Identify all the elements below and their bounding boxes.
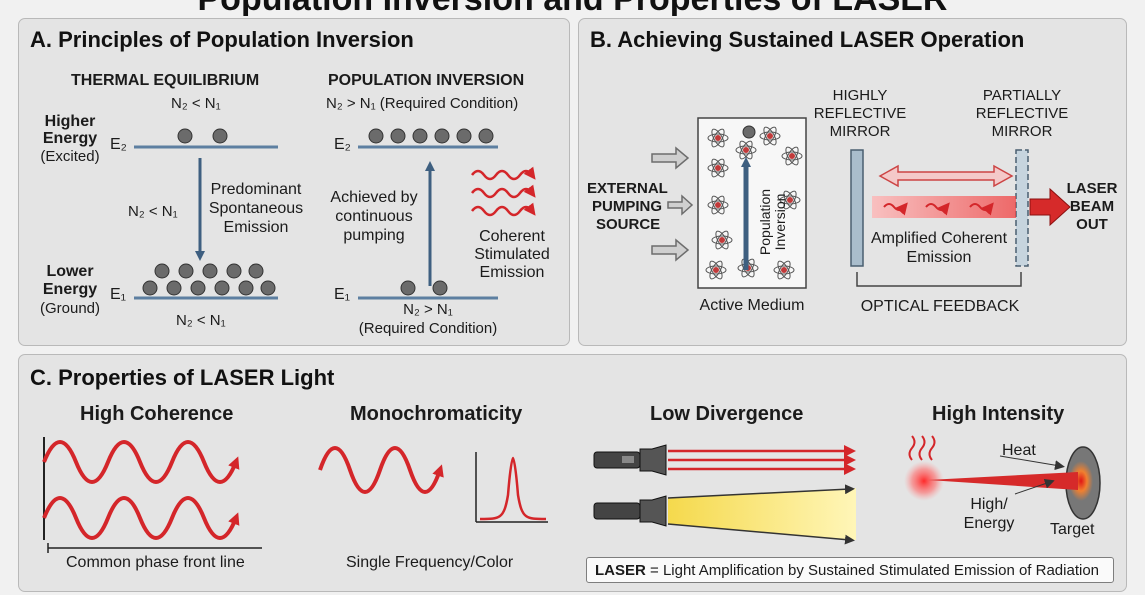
- atom-icon: [759, 126, 781, 146]
- coherence-waves: [42, 437, 262, 553]
- heat-label: Heat: [1002, 442, 1036, 459]
- intensity-heading: High Intensity: [932, 403, 1065, 425]
- inversion-e2: E₂: [334, 136, 351, 153]
- active-medium-label: Active Medium: [699, 297, 805, 314]
- pumping-arrows: [651, 146, 694, 262]
- beam-out-label-3: OUT: [1076, 216, 1108, 233]
- thermal-levels: [134, 128, 278, 300]
- mono-caption: Single Frequency/Color: [346, 554, 514, 571]
- laser-beam-out-arrow: [1029, 187, 1071, 227]
- spontaneous-label-2: Spontaneous: [208, 200, 304, 217]
- pumping-source-1: EXTERNAL: [587, 180, 668, 197]
- laser-definition-box: LASER = Light Amplification by Sustained…: [586, 557, 1114, 583]
- population-inversion-line-1: Population: [757, 188, 773, 256]
- inversion-bottom-condition-2: (Required Condition): [358, 320, 498, 337]
- inversion-bottom-condition-1: N₂ > N₁: [403, 301, 453, 318]
- spontaneous-label-1: Predominant: [210, 181, 302, 198]
- hr-mirror-label-1: HIGHLY: [832, 87, 888, 104]
- pr-mirror-label-2: REFLECTIVE: [975, 105, 1069, 122]
- pr-mirror-label-3: MIRROR: [991, 123, 1053, 140]
- thermal-e1: E₁: [110, 286, 127, 303]
- population-inversion-line-2: Inversion: [771, 193, 788, 251]
- excited-label: (Excited): [40, 148, 100, 165]
- panel-c-title: C. Properties of LASER Light: [30, 365, 335, 390]
- energy-label-1: High/: [970, 496, 1008, 513]
- intensity-graphic: [904, 435, 1101, 520]
- atom-icon: [781, 146, 803, 166]
- atom-icon: [707, 195, 729, 215]
- lower-energy-label: Lower: [46, 263, 94, 280]
- atom-icon: [707, 158, 729, 178]
- population-inversion-vertical-label: Population Inversion: [757, 178, 794, 266]
- pumping-source-2: PUMPING: [592, 198, 663, 215]
- panel-b-title: B. Achieving Sustained LASER Operation: [590, 27, 1025, 52]
- pr-mirror-label-1: PARTIALLY: [982, 87, 1062, 104]
- coherent-label-1: Coherent: [479, 228, 545, 245]
- spontaneous-label-3: Emission: [223, 219, 289, 236]
- thermal-mid-condition: N₂ < N₁: [128, 203, 178, 220]
- thermal-e2: E₂: [110, 136, 127, 153]
- panel-population-inversion: [18, 18, 570, 346]
- inversion-e1: E₁: [334, 286, 351, 303]
- hr-mirror-label-2: REFLECTIVE: [813, 105, 907, 122]
- pumping-label-2: continuous: [335, 208, 413, 225]
- atom-icon: [779, 190, 801, 210]
- mono-wave: [318, 446, 548, 523]
- thermal-top-condition: N₂ < N₁: [171, 95, 221, 112]
- energy-label-2: Energy: [963, 515, 1015, 532]
- pumping-label-3: pumping: [343, 227, 405, 244]
- target-label: Target: [1050, 521, 1095, 538]
- thermal-bottom-condition: N₂ < N₁: [176, 312, 226, 329]
- pumping-label-1: Achieved by: [330, 189, 418, 206]
- amplified-label-1: Amplified Coherent: [870, 230, 1008, 247]
- higher-energy-label2: Energy: [42, 130, 98, 147]
- panel-a-title: A. Principles of Population Inversion: [30, 27, 414, 52]
- main-title: Population Inversion and Properties of L…: [0, 0, 1145, 16]
- optical-feedback-label: OPTICAL FEEDBACK: [860, 298, 1020, 315]
- definition-term: LASER: [595, 562, 646, 579]
- ground-label: (Ground): [39, 300, 101, 317]
- beam-out-label-1: LASER: [1066, 180, 1118, 197]
- atom-icon: [711, 230, 733, 250]
- feedback-double-arrow: [878, 164, 1014, 188]
- feedback-bracket: [856, 272, 1022, 287]
- higher-energy-label: Higher: [44, 113, 96, 130]
- mono-heading: Monochromaticity: [350, 403, 523, 425]
- pumping-source-3: SOURCE: [596, 216, 661, 233]
- atom-icon: [773, 260, 795, 280]
- coherent-label-3: Emission: [479, 264, 545, 281]
- flashlights: [593, 444, 856, 545]
- lower-energy-label2: Energy: [42, 281, 98, 298]
- atom-icon: [705, 260, 727, 280]
- coherence-heading: High Coherence: [80, 403, 234, 425]
- coherent-label-2: Stimulated: [474, 246, 550, 263]
- inversion-heading: POPULATION INVERSION: [328, 72, 525, 89]
- inversion-top-condition: N₂ > N₁ (Required Condition): [326, 95, 519, 112]
- definition-meaning: = Light Amplification by Sustained Stimu…: [645, 562, 1100, 579]
- atom-icon: [707, 128, 729, 148]
- thermal-heading: THERMAL EQUILIBRIUM: [71, 72, 260, 89]
- amplified-label-2: Emission: [906, 249, 972, 266]
- divergence-heading: Low Divergence: [650, 403, 804, 425]
- coherence-caption: Common phase front line: [66, 554, 245, 571]
- inversion-levels: [358, 128, 536, 300]
- partially-reflective-mirror: [1015, 149, 1029, 267]
- atoms: [705, 126, 803, 280]
- beam-out-label-2: BEAM: [1069, 198, 1115, 215]
- highly-reflective-mirror: [850, 149, 864, 267]
- hr-mirror-label-3: MIRROR: [829, 123, 891, 140]
